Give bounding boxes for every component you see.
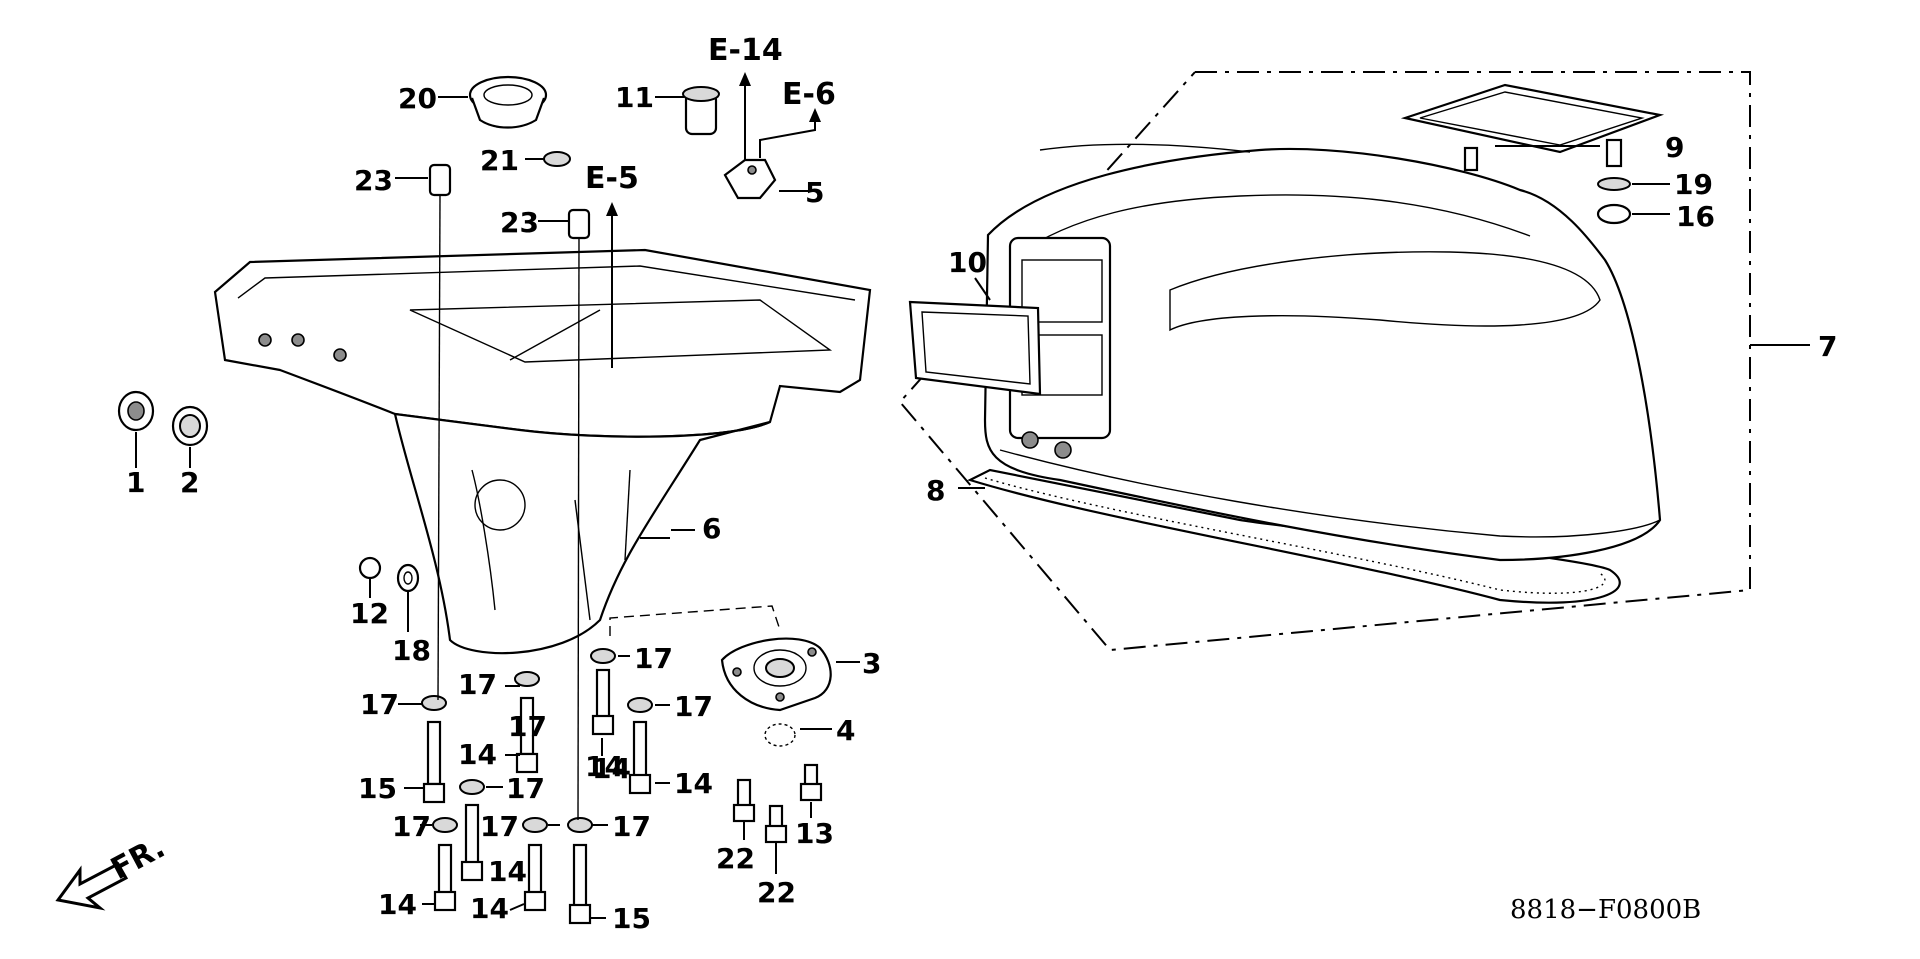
callout-20: 20 — [398, 82, 437, 115]
callout-5: 5 — [805, 176, 824, 209]
callout-18: 18 — [392, 634, 431, 667]
callout-15b: 15 — [612, 902, 651, 935]
case-drawing — [213, 248, 872, 655]
callout-14d: 14 — [488, 855, 527, 888]
callout-14e: 14 — [378, 888, 417, 921]
reference-e6: E-6 — [782, 77, 836, 112]
callout-14a: 14 — [458, 738, 497, 771]
callout-17e: 17 — [506, 772, 545, 805]
left-small-parts-drawing — [117, 390, 420, 593]
section-references: E-14 E-6 E-5 — [585, 33, 836, 196]
callout-6: 6 — [702, 512, 721, 545]
callout-3: 3 — [862, 647, 881, 680]
callout-4: 4 — [836, 714, 855, 747]
callout-15a: 15 — [358, 772, 397, 805]
callout-17a: 17 — [360, 688, 399, 721]
top-parts-drawing — [428, 75, 777, 240]
callout-8: 8 — [926, 474, 945, 507]
callout-19: 19 — [1674, 168, 1713, 201]
callout-17c: 17 — [634, 642, 673, 675]
callout-14f: 14 — [470, 892, 509, 925]
callout-17i: 17 — [508, 710, 547, 743]
callout-17h: 17 — [612, 810, 651, 843]
callout-11: 11 — [615, 81, 654, 114]
cover-plate-drawing — [609, 605, 832, 844]
callout-17b: 17 — [458, 668, 497, 701]
callout-17g: 17 — [480, 810, 519, 843]
callout-14c: 14 — [674, 767, 713, 800]
callout-17d: 17 — [674, 690, 713, 723]
callout-21: 21 — [480, 144, 519, 177]
reference-e5: E-5 — [585, 161, 639, 196]
callout-14g: 14 — [592, 752, 631, 785]
engine-cover-drawing — [908, 83, 1665, 604]
callout-9: 9 — [1665, 131, 1684, 164]
callout-16: 16 — [1676, 200, 1715, 233]
callout-1: 1 — [126, 466, 145, 499]
drawing-code: 8818−F0800B — [1510, 895, 1701, 925]
callout-14b: 14 — [585, 750, 624, 783]
callout-7: 7 — [1818, 330, 1837, 363]
fasteners-drawing — [421, 195, 653, 925]
front-arrow-icon — [55, 861, 129, 911]
callout-22a: 22 — [716, 842, 755, 875]
callout-10: 10 — [948, 246, 987, 279]
reference-e14: E-14 — [708, 33, 783, 68]
callout-2: 2 — [180, 466, 199, 499]
callout-17f: 17 — [392, 810, 431, 843]
front-direction-arrow: FR. — [55, 830, 171, 911]
callout-12: 12 — [350, 597, 389, 630]
callout-numbers: 1 2 3 4 5 6 7 8 9 10 11 12 13 14 14 14 1… — [126, 81, 1837, 935]
leader-lines — [135, 72, 1810, 919]
callout-23b: 23 — [500, 206, 539, 239]
callout-13: 13 — [795, 817, 834, 850]
callout-22b: 22 — [757, 876, 796, 909]
callout-23a: 23 — [354, 164, 393, 197]
